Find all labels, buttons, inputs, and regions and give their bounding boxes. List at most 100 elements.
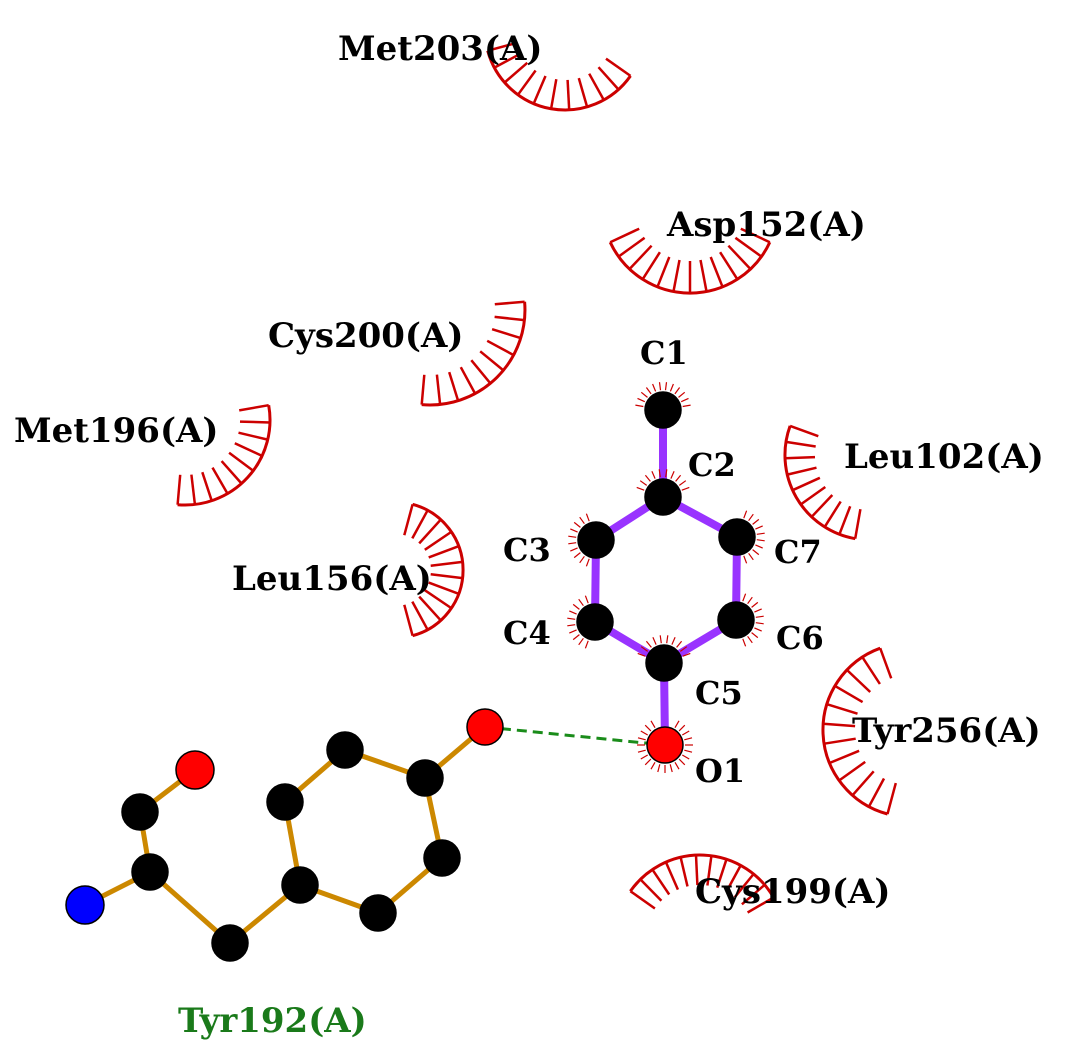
atom-halo-spike — [751, 632, 759, 639]
atom-halo-spike — [755, 525, 763, 530]
residue-carbon-atom — [266, 783, 304, 821]
contact-arc-spike — [487, 41, 518, 52]
contact-arc-spike — [656, 256, 671, 288]
atom-halo-spike — [755, 615, 764, 618]
atom-halo-spike — [659, 635, 662, 644]
contact-arc-spike — [628, 244, 653, 270]
contact-arc-spike — [629, 890, 656, 910]
contact-arc-spike — [211, 466, 229, 495]
contact-arc-spike — [403, 503, 414, 536]
contact-arc-spike — [220, 460, 243, 485]
contact-arc-spike — [823, 722, 856, 728]
contact-arc-spike — [238, 431, 268, 441]
contact-arc-spike — [435, 374, 442, 405]
contact-arc-spike — [740, 227, 771, 244]
contact-arc-spike — [725, 864, 742, 893]
contact-arc-spike — [826, 703, 858, 715]
contact-arc-spike — [694, 855, 699, 886]
atom-halo-spike — [568, 542, 577, 545]
contact-arc-line — [821, 646, 888, 816]
contact-arc-line — [629, 853, 775, 899]
atom-label-o1: O1 — [695, 752, 745, 790]
atom-label-c5: C5 — [695, 674, 743, 712]
residue-label-met196: Met196(A) — [14, 411, 219, 451]
residue-labels: Met203(A) Asp152(A) Cys200(A) Met196(A) … — [14, 29, 1044, 1041]
atom-halo-spike — [578, 637, 584, 646]
atom-halo-spike — [678, 758, 686, 766]
residue-label-cys200: Cys200(A) — [268, 316, 463, 356]
atom-label-c4: C4 — [503, 614, 551, 652]
asp152-contact-arc — [608, 227, 772, 295]
contact-arc-spike — [605, 57, 632, 77]
contact-arc-spike — [664, 861, 680, 891]
residue-label-leu102: Leu102(A) — [844, 437, 1044, 477]
atom-halo-spike — [572, 603, 580, 610]
contact-arc-spike — [709, 256, 724, 288]
atom-halo — [637, 635, 691, 657]
atom-halo-spike — [569, 610, 577, 615]
contact-arc-spike — [727, 244, 752, 270]
contact-arc-spike — [879, 647, 893, 679]
contact-arc-spike — [428, 545, 460, 559]
atom-halo-spike — [674, 761, 680, 770]
atom-halo-spike — [755, 544, 763, 549]
atom-halo — [636, 469, 690, 491]
residue-carbon-atom — [131, 853, 169, 891]
leu156-contact-arc — [403, 502, 465, 638]
atom-halo — [568, 513, 590, 567]
atom-halo-spike — [671, 637, 676, 645]
contact-arc-spike — [228, 451, 254, 472]
cys200-contact-arc — [420, 300, 527, 407]
atom-halo-spike — [756, 539, 765, 542]
contact-arc-spike — [641, 251, 661, 280]
atom-halo-spike — [756, 532, 765, 535]
contact-arc-spike — [201, 471, 213, 502]
contact-arc-spike — [448, 371, 460, 402]
contact-arc-spike — [785, 455, 816, 460]
contact-arc-spike — [588, 73, 605, 101]
leu102-contact-arc — [783, 424, 862, 541]
atom-halo-spike — [674, 387, 681, 395]
atom-halo-spike — [670, 471, 675, 479]
contact-arc-spike — [719, 251, 739, 280]
contact-arc-line — [412, 502, 465, 638]
atom-halo-spike — [680, 397, 689, 403]
atom-halo-spike — [748, 552, 754, 561]
atom-halo — [637, 720, 693, 773]
atom-halo-spike — [650, 761, 656, 770]
atom-halo-spike — [570, 547, 578, 552]
contact-arc-spike — [234, 442, 263, 458]
atom-halo-spike — [578, 598, 584, 607]
residue-label-asp152: Asp152(A) — [666, 205, 866, 245]
atom-halo-spike — [650, 720, 656, 729]
contact-arc-spike — [418, 595, 442, 622]
contact-arc-spike — [238, 403, 269, 412]
contact-arc-spike — [651, 868, 671, 896]
atom-halo-spike — [573, 521, 581, 528]
atom-halo-spike — [640, 754, 649, 760]
atom-halo-spike — [752, 549, 760, 556]
contact-arc-spike — [549, 78, 558, 110]
atom-halo-spike — [567, 624, 576, 627]
contact-arc-spike — [491, 328, 522, 340]
atom-halo-spike — [640, 646, 649, 652]
atom-halo-spike — [639, 480, 648, 486]
atom-halo-spike — [676, 640, 683, 648]
residue-carbon-atom — [359, 894, 397, 932]
residue-label-cys199: Cys199(A) — [695, 872, 890, 912]
hydrophobic-contacts — [176, 41, 898, 914]
atom-halo-spike — [635, 404, 644, 408]
atom-halo-spike — [567, 617, 576, 620]
contact-arc-spike — [479, 350, 505, 372]
contact-arc-spike — [746, 896, 775, 914]
atom-halo-spike — [755, 622, 764, 625]
contact-arc-line — [608, 241, 772, 295]
atom-halo-spike — [585, 558, 590, 567]
atom-halo-spike — [751, 601, 759, 608]
atom-halo-spike — [747, 596, 753, 605]
contact-arc-spike — [785, 440, 816, 448]
contact-arc-spike — [741, 883, 766, 906]
atoms — [65, 391, 756, 962]
atom-halo-spike — [743, 510, 748, 519]
contact-arc-spike — [861, 656, 881, 685]
